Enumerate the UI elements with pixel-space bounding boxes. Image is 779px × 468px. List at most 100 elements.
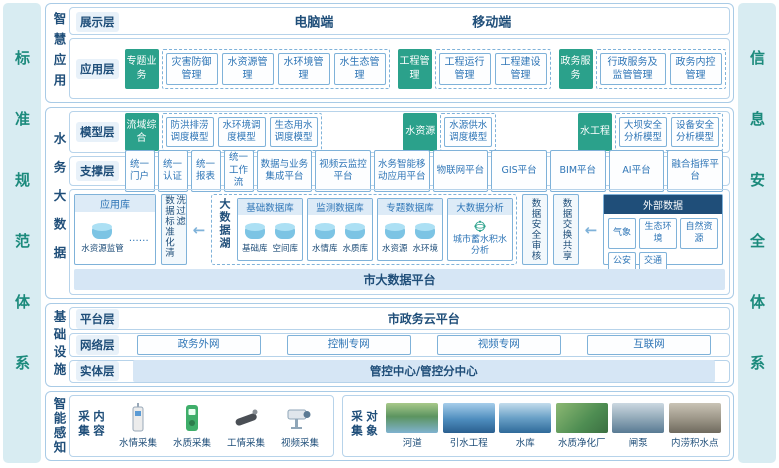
big-data-analysis-box: 大数据分析 城市蓄水积水分析 — [447, 198, 513, 261]
standards-system-pillar: 标准规范体系 — [3, 3, 41, 463]
data-security-audit-bar: 数据安全审核 — [522, 194, 548, 265]
database-cylinder-icon — [314, 222, 335, 239]
monitoring-database-box: 监测数据库 水情库 水质库 — [307, 198, 373, 261]
big-data-analysis-icon — [474, 220, 486, 232]
support-box: 物联网平台 — [432, 150, 489, 192]
support-box: 数据与业务集成平台 — [256, 150, 313, 192]
data-flow-area: 应用库 水资源监管 …… 数据标准化清洗过滤 ← — [69, 189, 730, 295]
application-layer-label: 应用层 — [76, 58, 119, 79]
section-water-big-data: 水务大数据 模型层 流域综合 防洪排涝调度模型 水环境调度模型 生态用水调度模型 — [45, 107, 734, 299]
network-box: 互联网 — [586, 335, 711, 355]
object-item: 水库 — [499, 403, 552, 449]
mobile-terminal-label: 移动端 — [472, 15, 512, 31]
section-label-water-big-data: 水务大数据 — [51, 131, 67, 275]
big-data-lake: 大数据湖 基础数据库 基础库 空间库 监测数据库 — [211, 194, 517, 265]
object-item: 内涝积水点 — [668, 403, 721, 449]
app-group-engineering: 工程管理 工程运行管理 工程建设管理 — [397, 48, 551, 89]
network-layer-label: 网络层 — [76, 335, 119, 355]
entity-layer-row: 实体层 管控中心/管控分中心 — [69, 359, 730, 383]
app-box: 行政服务及监管管理 — [599, 52, 666, 85]
support-layer-label: 支撑层 — [76, 161, 119, 181]
big-data-lake-label: 大数据湖 — [218, 198, 231, 250]
section-smart-applications: 智慧应用 展示层 电脑端 移动端 应用层 专题业务 灾害防御管理 水资源管理 — [45, 3, 734, 103]
support-box: 融合指挥平台 — [667, 150, 723, 192]
network-box: 视频专网 — [436, 335, 561, 355]
gate-pump-photo — [612, 403, 665, 433]
app-group-thematic-business: 专题业务 灾害防御管理 水资源管理 水环境管理 水生态管理 — [124, 48, 390, 89]
model-box: 水源供水调度模型 — [444, 116, 493, 148]
basic-database-box: 基础数据库 基础库 空间库 — [237, 198, 303, 261]
group-head: 专题业务 — [124, 48, 159, 89]
section-label-intelligent-perception: 智能感知 — [51, 397, 67, 455]
external-item: 气象 — [608, 218, 636, 250]
support-box: 统一报表 — [190, 150, 221, 192]
object-item: 闸泵 — [612, 403, 665, 449]
support-box: AI平台 — [608, 150, 665, 192]
support-box: GIS平台 — [491, 150, 547, 192]
database-cylinder-icon — [415, 222, 436, 239]
external-data-box: 外部数据 气象 生态环境 自然资源 公安 交通 — [603, 194, 723, 273]
support-box: 水务智能移动应用平台 — [373, 150, 430, 192]
application-layer-row: 应用层 专题业务 灾害防御管理 水资源管理 水环境管理 水生态管理 — [69, 38, 730, 99]
waterlogging-point-photo — [668, 403, 721, 433]
standards-system-label: 标准规范体系 — [13, 50, 31, 416]
collection-objects-label: 采集对象 — [350, 410, 379, 439]
model-layer-row: 模型层 流域综合 防洪排涝调度模型 水环境调度模型 生态用水调度模型 水资源 — [69, 111, 730, 153]
water-diversion-project-photo — [442, 403, 495, 433]
network-layer-row: 网络层 政务外网 控制专网 视频专网 互联网 — [69, 333, 730, 357]
section-label-infrastructure: 基础设施 — [51, 310, 67, 380]
section-infrastructure: 基础设施 平台层 市政务云平台 网络层 政务外网 控制专网 视频专网 互联网 — [45, 303, 734, 387]
database-cylinder-icon — [275, 222, 296, 239]
support-box: 视频云监控平台 — [315, 150, 371, 192]
data-exchange-share-bar: 数据交换共享 — [553, 194, 579, 265]
water-purification-plant-photo — [555, 403, 608, 433]
app-group-government-service: 政务服务 行政服务及监管管理 政务内控管理 — [558, 48, 726, 89]
city-big-data-platform-bar: 市大数据平台 — [74, 269, 725, 290]
ellipsis-more: …… — [128, 232, 149, 244]
support-box: BIM平台 — [549, 150, 606, 192]
object-item: 水质净化厂 — [555, 403, 608, 449]
collection-content-box: 采集内容 水情采集 水质采集 — [69, 395, 334, 457]
security-system-label: 信息安全体系 — [748, 50, 766, 416]
section-label-smart-applications: 智慧应用 — [51, 12, 67, 94]
database-cylinder-icon — [345, 222, 366, 239]
model-group-water-engineering: 水工程 大坝安全分析模型 设备安全分析模型 — [578, 112, 723, 152]
network-box: 政务外网 — [136, 335, 261, 355]
collection-objects-box: 采集对象 河道 引水工程 水库 — [342, 395, 730, 457]
section-intelligent-perception: 智能感知 采集内容 水情采集 — [45, 391, 734, 461]
collection-item: 水质采集 — [173, 403, 211, 449]
group-head: 流域综合 — [124, 112, 159, 152]
engineering-sensor-image — [231, 403, 261, 433]
app-box: 工程建设管理 — [494, 52, 547, 85]
model-box: 生态用水调度模型 — [269, 116, 318, 148]
entity-layer-label: 实体层 — [76, 361, 119, 382]
app-box: 政务内控管理 — [669, 52, 722, 85]
thematic-database-box: 专题数据库 水资源 水环境 — [377, 198, 443, 261]
water-level-device-image — [125, 403, 151, 433]
external-item: 交通 — [639, 252, 667, 273]
data-standardize-filter-bar: 数据标准化清洗过滤 — [161, 194, 187, 265]
display-layer-row: 展示层 电脑端 移动端 — [69, 7, 730, 35]
water-quality-device-image — [179, 403, 205, 433]
platform-layer-row: 平台层 市政务云平台 — [69, 307, 730, 331]
model-group-water-resources: 水资源 水源供水调度模型 — [403, 112, 497, 152]
collection-item: 工情采集 — [227, 403, 265, 449]
gov-cloud-platform-label: 市政务云平台 — [387, 312, 460, 327]
reservoir-photo — [499, 403, 552, 433]
model-box: 设备安全分析模型 — [671, 116, 719, 148]
object-item: 河道 — [386, 403, 439, 449]
support-box: 统一工作流 — [223, 150, 254, 192]
support-layer-row: 支撑层 统一门户 统一认证 统一报表 统一工作流 数据与业务集成平台 视频云监控… — [69, 150, 730, 192]
app-box: 灾害防御管理 — [165, 52, 218, 85]
group-head: 政务服务 — [558, 48, 593, 89]
group-head: 水资源 — [403, 112, 438, 152]
model-box: 大坝安全分析模型 — [619, 116, 667, 148]
support-box: 统一认证 — [157, 150, 188, 192]
external-item: 生态环境 — [639, 218, 677, 250]
group-head: 工程管理 — [397, 48, 432, 89]
video-camera-image — [284, 403, 316, 433]
model-box: 水环境调度模型 — [217, 116, 266, 148]
security-system-pillar: 信息安全体系 — [738, 3, 776, 463]
app-box: 水生态管理 — [333, 52, 386, 85]
